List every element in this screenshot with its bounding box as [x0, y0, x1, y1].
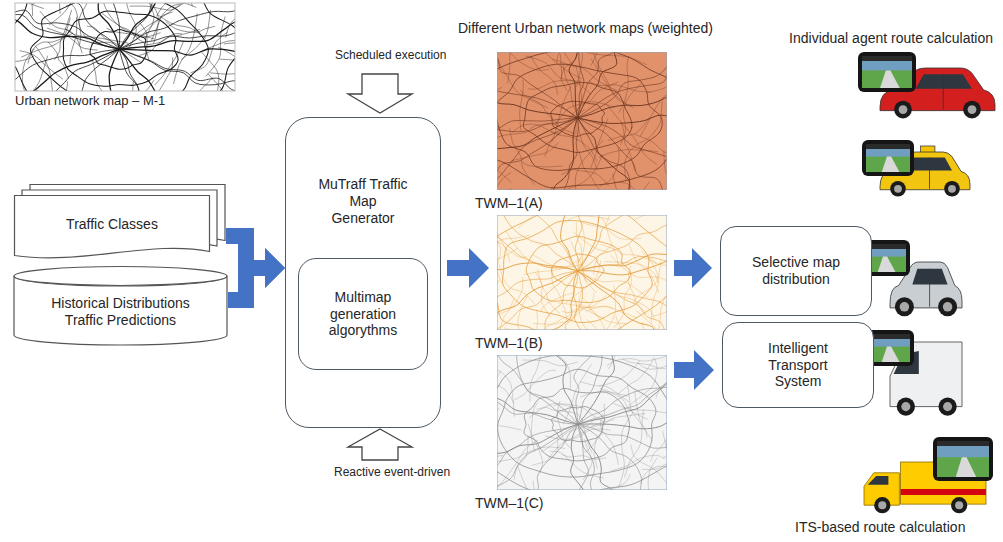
process-box: Intelligent Transport System: [722, 322, 874, 408]
node-text: Multimap generation algorythms: [317, 289, 409, 339]
database-cylinder: Historical Distributions Traffic Predict…: [13, 266, 228, 346]
process-box: MuTraff Traffic Map GeneratorMultimap ge…: [285, 117, 441, 428]
node-text: Traffic Classes: [66, 216, 158, 233]
vehicle-icons: [858, 52, 995, 513]
block-arrow: [674, 350, 714, 390]
city-map: [0, 0, 272, 152]
map-image: TWM–1(C): [497, 355, 667, 512]
annotation-label: Urban network map – M-1: [15, 93, 165, 109]
node-text: Intelligent Transport System: [748, 340, 848, 390]
node-text: Selective map distribution: [740, 254, 852, 288]
weighted-map: [497, 52, 667, 190]
gps-device: [933, 437, 993, 481]
trigger-arrow: [348, 74, 412, 113]
process-box: Selective map distribution: [720, 226, 872, 316]
block-arrow: [674, 248, 712, 288]
node-text: MuTraff Traffic Map Generator: [317, 176, 409, 226]
arrow-head: [469, 248, 489, 288]
gps-device: [858, 52, 916, 92]
weighted-map: [497, 355, 667, 490]
arrow-shaft: [447, 260, 469, 276]
document-stack: Traffic Classes: [14, 184, 226, 262]
map-image: TWM–1(A): [497, 52, 667, 212]
annotation-label: Scheduled execution: [335, 48, 446, 62]
block-arrow: [447, 248, 489, 288]
node-text: TWM–1(C): [475, 495, 645, 512]
annotation-label: ITS-based route calculation: [795, 519, 965, 536]
node-text: Historical Distributions Traffic Predict…: [36, 295, 206, 329]
node-text: TWM–1(B): [475, 335, 645, 352]
trigger-arrow: [348, 429, 412, 460]
arrow-head: [692, 248, 712, 288]
block-arrow: [228, 248, 285, 300]
arrow-shaft: [674, 260, 692, 276]
process-box: Multimap generation algorythms: [298, 258, 428, 370]
map-image: TWM–1(B): [497, 215, 667, 352]
arrow-head: [265, 248, 285, 288]
annotation-label: Individual agent route calculation: [789, 30, 993, 47]
gps-device: [862, 140, 914, 176]
arrow-head: [265, 248, 285, 288]
arrow-head: [694, 350, 714, 390]
arrow-shaft: [228, 268, 265, 300]
annotation-label: Reactive event-driven: [334, 465, 450, 479]
weighted-map: [497, 215, 667, 330]
annotation-label: Different Urban network maps (weighted): [458, 20, 713, 37]
arrow-shaft: [674, 362, 694, 378]
node-text: TWM–1(A): [475, 195, 645, 212]
